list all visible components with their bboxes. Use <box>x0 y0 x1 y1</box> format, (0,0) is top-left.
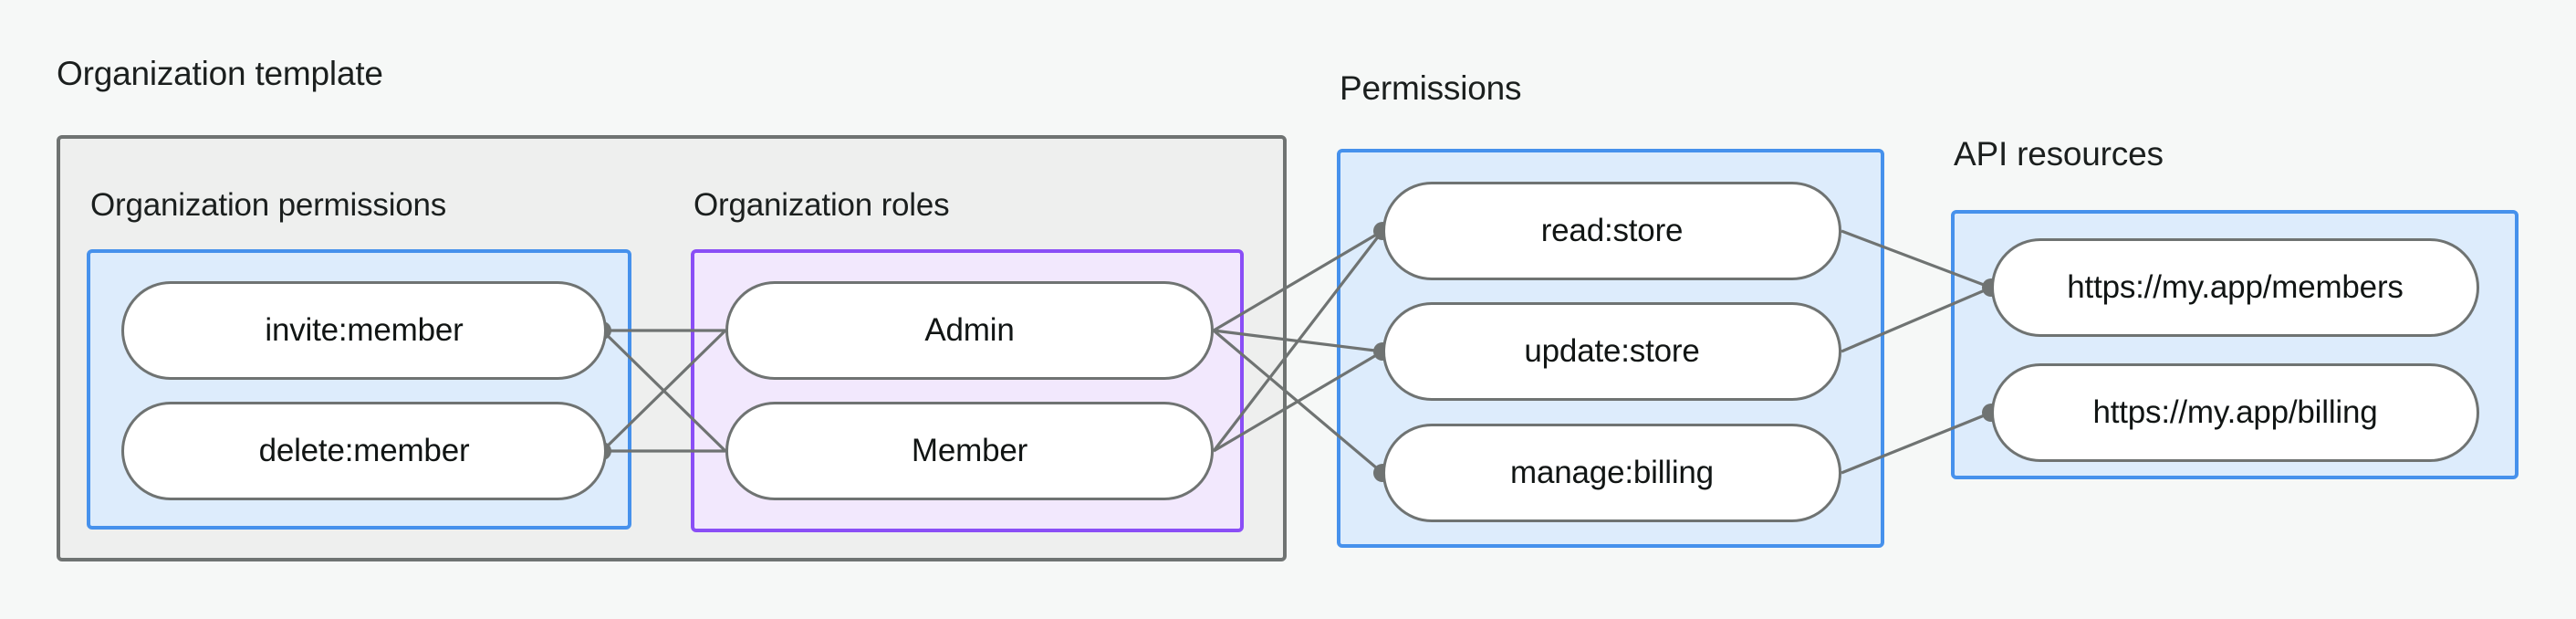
organization-permissions-label: Organization permissions <box>90 187 447 223</box>
pill-update-store[interactable]: update:store <box>1382 302 1841 401</box>
pill-read-store-label: read:store <box>1540 213 1684 248</box>
organization-template-label: Organization template <box>57 55 383 92</box>
pill-members-url[interactable]: https://my.app/members <box>1991 238 2479 337</box>
pill-member[interactable]: Member <box>725 402 1214 500</box>
pill-update-store-label: update:store <box>1524 333 1700 369</box>
api-resources-label: API resources <box>1954 135 2164 173</box>
pill-delete-member-label: delete:member <box>258 433 470 468</box>
organization-roles-label: Organization roles <box>694 187 950 223</box>
pill-manage-billing[interactable]: manage:billing <box>1382 424 1841 522</box>
pill-read-store[interactable]: read:store <box>1382 182 1841 280</box>
pill-manage-billing-label: manage:billing <box>1510 455 1714 490</box>
pill-billing-url[interactable]: https://my.app/billing <box>1991 363 2479 462</box>
pill-invite-member-label: invite:member <box>265 312 464 348</box>
permissions-label: Permissions <box>1340 69 1522 107</box>
pill-admin-label: Admin <box>924 312 1015 348</box>
pill-invite-member[interactable]: invite:member <box>121 281 607 380</box>
pill-delete-member[interactable]: delete:member <box>121 402 607 500</box>
pill-billing-url-label: https://my.app/billing <box>2092 394 2378 430</box>
pill-members-url-label: https://my.app/members <box>2067 269 2404 305</box>
pill-admin[interactable]: Admin <box>725 281 1214 380</box>
pill-member-label: Member <box>911 433 1028 468</box>
